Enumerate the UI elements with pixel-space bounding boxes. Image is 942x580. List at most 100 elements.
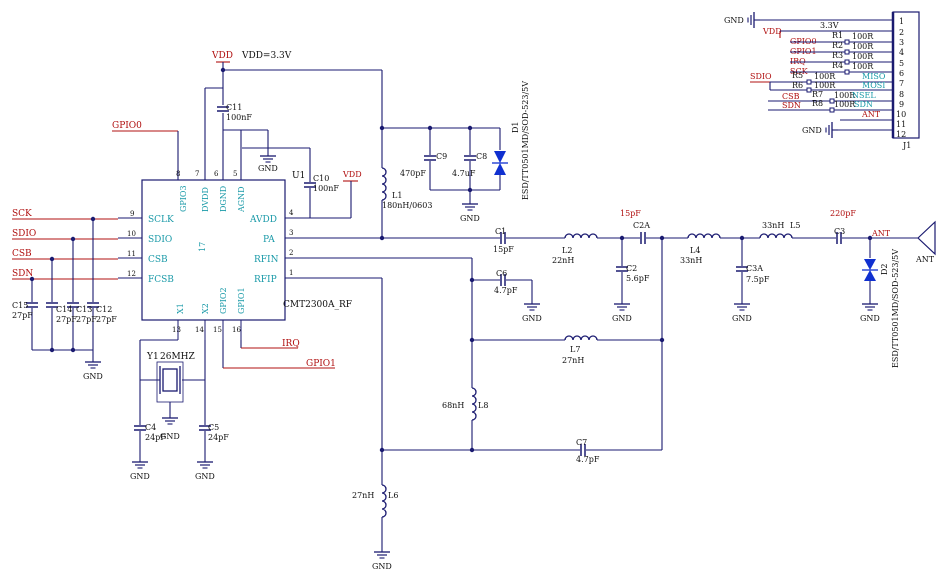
pin-num-10: 10 [127,230,136,238]
net-label-sck: SCK [12,209,32,219]
pin-num-16: 16 [232,326,241,334]
c2-ref: C2 [626,264,637,273]
c1-ref: C1 [495,227,506,236]
l8-value: 68nH [442,401,464,410]
pin-num-9: 9 [130,210,134,218]
crystal-y1: GND Y1 26MHZ [139,339,206,441]
capacitor-c5: GND C5 24pF [195,423,229,481]
gnd-label-c4: GND [130,472,150,481]
j1-r3-ref: R3 [832,51,843,60]
j1-sig-ant: ANT [861,110,881,119]
net-label-ant: ANT [871,229,891,238]
capacitor-c3: C3 220pF [830,209,918,245]
capacitor-c11: C11 100nF GND [204,87,278,180]
c8-value: 4.7uF [452,169,476,178]
c4-value: 24pF [145,433,166,442]
gnd-label-c8: GND [460,214,480,223]
j1-pin-3: 3 [899,38,904,47]
antenna-label: ANT [915,255,935,264]
c11-ref: C11 [226,103,242,112]
j1-r5-value: 100R [814,72,836,81]
gnd-label-c6: GND [522,314,542,323]
chip-bottom-pins: 13 14 15 16 X1 X2 GPIO2 GPIO1 [172,287,246,340]
j1-r8-ref: R8 [812,99,823,108]
gnd-label-c5: GND [195,472,215,481]
d1-ref: D1 [511,121,520,133]
c3a-ref: C3A [746,264,763,273]
net-label-sdio: SDIO [12,229,36,239]
pin-name-gpio2: GPIO2 [219,287,228,314]
chip-top-pins: 8 7 6 5 GPIO3 DVDD DGND AGND [176,168,246,213]
pin-name-sclk: SCLK [148,215,174,225]
j1-pin-2: 2 [899,28,904,37]
c6-ref: C6 [496,269,507,278]
j1-r4-ref: R4 [832,61,843,70]
gnd-label-l6: GND [372,562,392,571]
spi-nets: SCK SDIO CSB SDN GND C15 27pF C14 27pF [12,209,118,381]
j1-net-csb: CSB [782,92,800,101]
pin-name-fcsb: FCSB [148,275,174,285]
c15-ref: C15 [12,301,28,310]
j1-r2-value: 100R [852,42,874,51]
c6-value: 4.7pF [494,286,518,295]
c5-ref: C5 [208,423,219,432]
inductor-l2: L2 22nH [552,233,640,265]
pin-num-5: 5 [233,170,237,178]
pin-num-3: 3 [289,229,293,237]
c3a-value: 7.5pF [746,275,770,284]
y1-value: 26MHZ [160,352,195,362]
connector-j1: J1 1 2 3 4 5 6 7 8 9 10 11 12 GND VDD 3.… [724,11,920,150]
c5-value: 24pF [208,433,229,442]
j1-r1-value: 100R [852,32,874,41]
j1-sig-nsel: NSEL [852,91,876,100]
j1-pin-1: 1 [899,17,904,26]
pin-num-1: 1 [289,269,293,277]
l2-ref: L2 [562,246,572,255]
c12-value: 27pF [96,315,117,324]
pin-name-x2: X2 [201,303,210,314]
pin-num-7: 7 [195,170,199,178]
j1-pin-9: 9 [899,100,904,109]
capacitor-c10: C10 100nF [242,147,339,219]
gnd-label-c2: GND [612,314,632,323]
c9-ref: C9 [436,152,447,161]
j1-pin-10: 10 [896,110,906,119]
j1-pin-6: 6 [899,69,904,78]
l8-ref: L8 [478,401,488,410]
connector-ref: J1 [902,141,911,150]
pin-name-gpio3: GPIO3 [179,185,188,212]
j1-net-sdio: SDIO [750,72,772,81]
c12-ref: C12 [96,305,112,314]
chip-center-pin: 17 [198,242,207,252]
vdd-power-symbol-avdd: VDD [310,170,362,219]
l2-value: 22nH [552,256,574,265]
d1-value: ESD/TT0501MD/SOD-523/5V [521,81,530,200]
c3-ref: C3 [834,227,845,236]
c11-value: 100nF [226,113,252,122]
pin-name-gpio1: GPIO1 [237,287,246,314]
pin-name-dgnd: DGND [219,186,228,212]
esd-diode-d2: GND D2 ESD/TT0501MD/SOD-523/5V [860,238,900,368]
d2-value: ESD/TT0501MD/SOD-523/5V [891,249,900,368]
chip-body [141,179,286,321]
y1-ref: Y1 [146,352,159,362]
l1-value: 180nH/0603 [382,201,432,210]
l7-value: 27nH [562,356,584,365]
capacitor-c2a: C2A 15pF [620,209,688,245]
l5-ref: L5 [790,221,800,230]
gnd-label-d2: GND [860,314,880,323]
gnd-label-y1: GND [160,432,180,441]
pin-num-11: 11 [127,250,136,258]
j1-net-sdn: SDN [782,101,801,110]
pin-num-12: 12 [127,270,136,278]
pin-num-4: 4 [289,209,294,217]
pin-name-agnd: AGND [237,186,246,213]
net-label-gpio0: GPIO0 [112,121,142,131]
c8-ref: C8 [476,152,487,161]
j1-pin-11: 11 [896,120,906,129]
capacitor-c3a: GND C3A 7.5pF [732,238,770,323]
pin-name-pa: PA [263,235,275,245]
pin-num-14: 14 [195,326,204,334]
chip-part: CMT2300A_RF [283,300,352,310]
c2-value: 5.6pF [626,274,650,283]
